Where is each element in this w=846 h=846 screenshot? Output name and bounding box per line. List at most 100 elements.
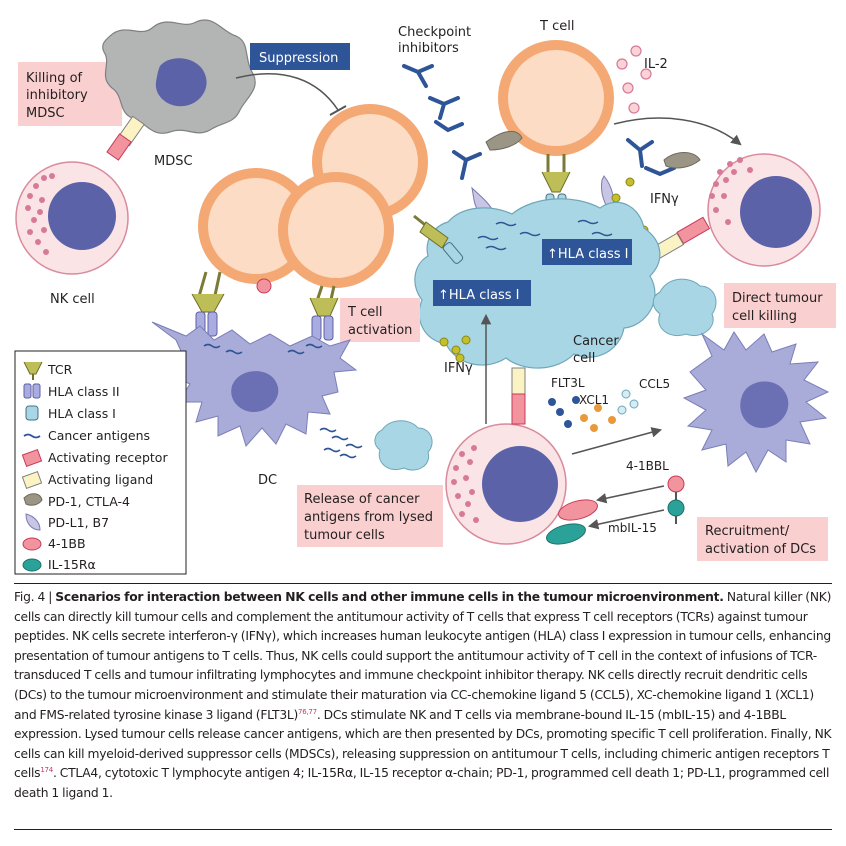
- caption-body-1: Natural killer (NK) cells can directly k…: [14, 590, 832, 722]
- caption-rule-top: [14, 583, 832, 584]
- checkpoint-label: Checkpoint inhibitors: [398, 25, 471, 56]
- ifng-mid-dots: [439, 335, 471, 363]
- ifng-top-label: IFNγ: [650, 192, 679, 207]
- caption-body-3: . CTLA4, cytotoxic T lymphocyte antigen …: [14, 766, 830, 800]
- nk-mdsc-receptor: [106, 115, 145, 161]
- dc-antigens: [203, 343, 323, 355]
- svg-text:cell killing: cell killing: [732, 309, 797, 324]
- svg-text:PD-1, CTLA-4: PD-1, CTLA-4: [48, 494, 130, 509]
- svg-text:Cancer antigens: Cancer antigens: [48, 428, 150, 443]
- activating-ligand-icon: [21, 470, 43, 490]
- t-cell-activation-label: T cell activation: [340, 298, 420, 342]
- svg-text:Killing of: Killing of: [26, 71, 83, 86]
- tcr-icon: [23, 361, 43, 380]
- pdl1-b7-icon: [25, 513, 41, 531]
- il2-label: IL-2: [644, 57, 668, 72]
- svg-text:Activating ligand: Activating ligand: [48, 472, 153, 487]
- svg-text:Recruitment/: Recruitment/: [705, 524, 790, 539]
- killing-mdsc-label: Killing of inhibitory MDSC: [18, 62, 122, 126]
- svg-text:Direct tumour: Direct tumour: [732, 291, 823, 306]
- recruitment-label: Recruitment/ activation of DCs: [697, 517, 828, 561]
- dendritic-cell-left: DC: [151, 321, 358, 488]
- nk-cell-top-left: NK cell: [15, 161, 129, 307]
- svg-text:PD-L1, B7: PD-L1, B7: [48, 515, 109, 530]
- legend: TCR HLA class II HLA class I Cancer anti…: [14, 350, 187, 575]
- 4-1bbl-arrow: [595, 485, 665, 504]
- pd1-ctla4-icon: [23, 493, 43, 506]
- svg-text:HLA class II: HLA class II: [48, 384, 120, 399]
- nk-4-1bb-receptor: [558, 499, 598, 521]
- svg-text:cell: cell: [573, 351, 595, 366]
- chemokine-arrow: [571, 427, 663, 455]
- svg-text:MDSC: MDSC: [26, 106, 65, 121]
- svg-text:IL-15Rα: IL-15Rα: [48, 557, 96, 572]
- caption-ref-2[interactable]: 174: [40, 766, 53, 775]
- caption-rule-bottom: [14, 829, 832, 830]
- svg-text:Suppression: Suppression: [259, 51, 338, 66]
- 4-1bb-icon: [22, 537, 42, 551]
- il2-arrow: [613, 117, 742, 146]
- svg-text:Cancer: Cancer: [573, 334, 619, 349]
- direct-killing-label: Direct tumour cell killing: [724, 283, 836, 328]
- svg-text:T cell: T cell: [347, 305, 382, 320]
- mbil15-label: mbIL-15: [608, 521, 657, 535]
- svg-text:↑HLA class I: ↑HLA class I: [438, 288, 519, 303]
- nk-il15ra-receptor: [546, 523, 586, 545]
- figure-title: Scenarios for interaction between NK cel…: [55, 590, 724, 604]
- svg-text:inhibitors: inhibitors: [398, 41, 459, 56]
- suppression-label: Suppression: [250, 43, 350, 70]
- mdsc-label: MDSC: [154, 154, 193, 169]
- hla-left-box: ↑HLA class I: [433, 280, 531, 306]
- caption-body-2: . DCs stimulate NK and T cells via membr…: [14, 707, 832, 781]
- caption-ref-1[interactable]: 76,77: [298, 707, 317, 716]
- nk-cell-top-right: [707, 153, 821, 267]
- hla-right-box: ↑HLA class I: [542, 239, 632, 265]
- svg-text:↑HLA class I: ↑HLA class I: [547, 247, 628, 262]
- suppression-arrow: [235, 72, 339, 111]
- svg-text:HLA class I: HLA class I: [48, 406, 116, 421]
- t-cell-left-c: [278, 172, 394, 288]
- hla-class-ii-icon: [23, 383, 41, 399]
- released-antigens: [319, 427, 363, 459]
- release-label: Release of cancer antigens from lysed tu…: [297, 485, 443, 547]
- cancer-antigens-on-cell: [477, 219, 613, 251]
- tcr-to-dc: [191, 271, 339, 341]
- svg-text:activation: activation: [348, 323, 412, 338]
- nk-cell-interaction-diagram: Killing of inhibitory MDSC MDSC NK cell …: [14, 19, 836, 575]
- dendritic-cell-right: [682, 331, 830, 474]
- activating-receptor-icon: [21, 448, 43, 468]
- svg-text:TCR: TCR: [47, 362, 73, 377]
- svg-text:Release of cancer: Release of cancer: [304, 492, 420, 507]
- dc-label: DC: [258, 473, 277, 488]
- nk-bottom-receptor: [511, 367, 526, 425]
- lysed-tumour-cell-left: [374, 420, 433, 471]
- cancer-antigen-icon: [23, 433, 41, 439]
- ccl5-label: CCL5: [639, 377, 670, 391]
- figure-caption: Fig. 4 | Scenarios for interaction betwe…: [14, 588, 832, 804]
- suppression-bar: [329, 105, 347, 116]
- dc-ligands: [667, 475, 685, 524]
- ifng-mid-label: IFNγ: [444, 361, 473, 376]
- tcr-left-cancer: [413, 214, 464, 264]
- svg-text:antigens from lysed: antigens from lysed: [304, 510, 433, 525]
- hla-class-i-icon: [25, 405, 39, 421]
- svg-text:activation of DCs: activation of DCs: [705, 542, 816, 557]
- xcl1-label: XCL1: [579, 393, 609, 407]
- il2-cytokines: [616, 45, 652, 114]
- lysed-tumour-cell-right: [652, 278, 717, 336]
- il15ra-icon: [22, 558, 42, 572]
- svg-text:Activating receptor: Activating receptor: [48, 450, 168, 465]
- flt3l-label: FLT3L: [551, 376, 585, 390]
- svg-text:tumour cells: tumour cells: [304, 528, 385, 543]
- nk-cell-bottom: [445, 423, 567, 545]
- 4-1bb-dot-tcell: [256, 278, 272, 294]
- figure-number: Fig. 4 |: [14, 590, 53, 604]
- mbil15-arrow: [587, 509, 665, 530]
- t-cell-top: T cell: [498, 19, 614, 156]
- nk-cell-label: NK cell: [50, 292, 95, 307]
- svg-text:inhibitory: inhibitory: [26, 88, 88, 103]
- svg-text:Checkpoint: Checkpoint: [398, 25, 471, 40]
- mdsc-cell: MDSC: [102, 19, 256, 169]
- checkpoint-antibodies: [402, 64, 676, 180]
- chemokines: [548, 389, 639, 432]
